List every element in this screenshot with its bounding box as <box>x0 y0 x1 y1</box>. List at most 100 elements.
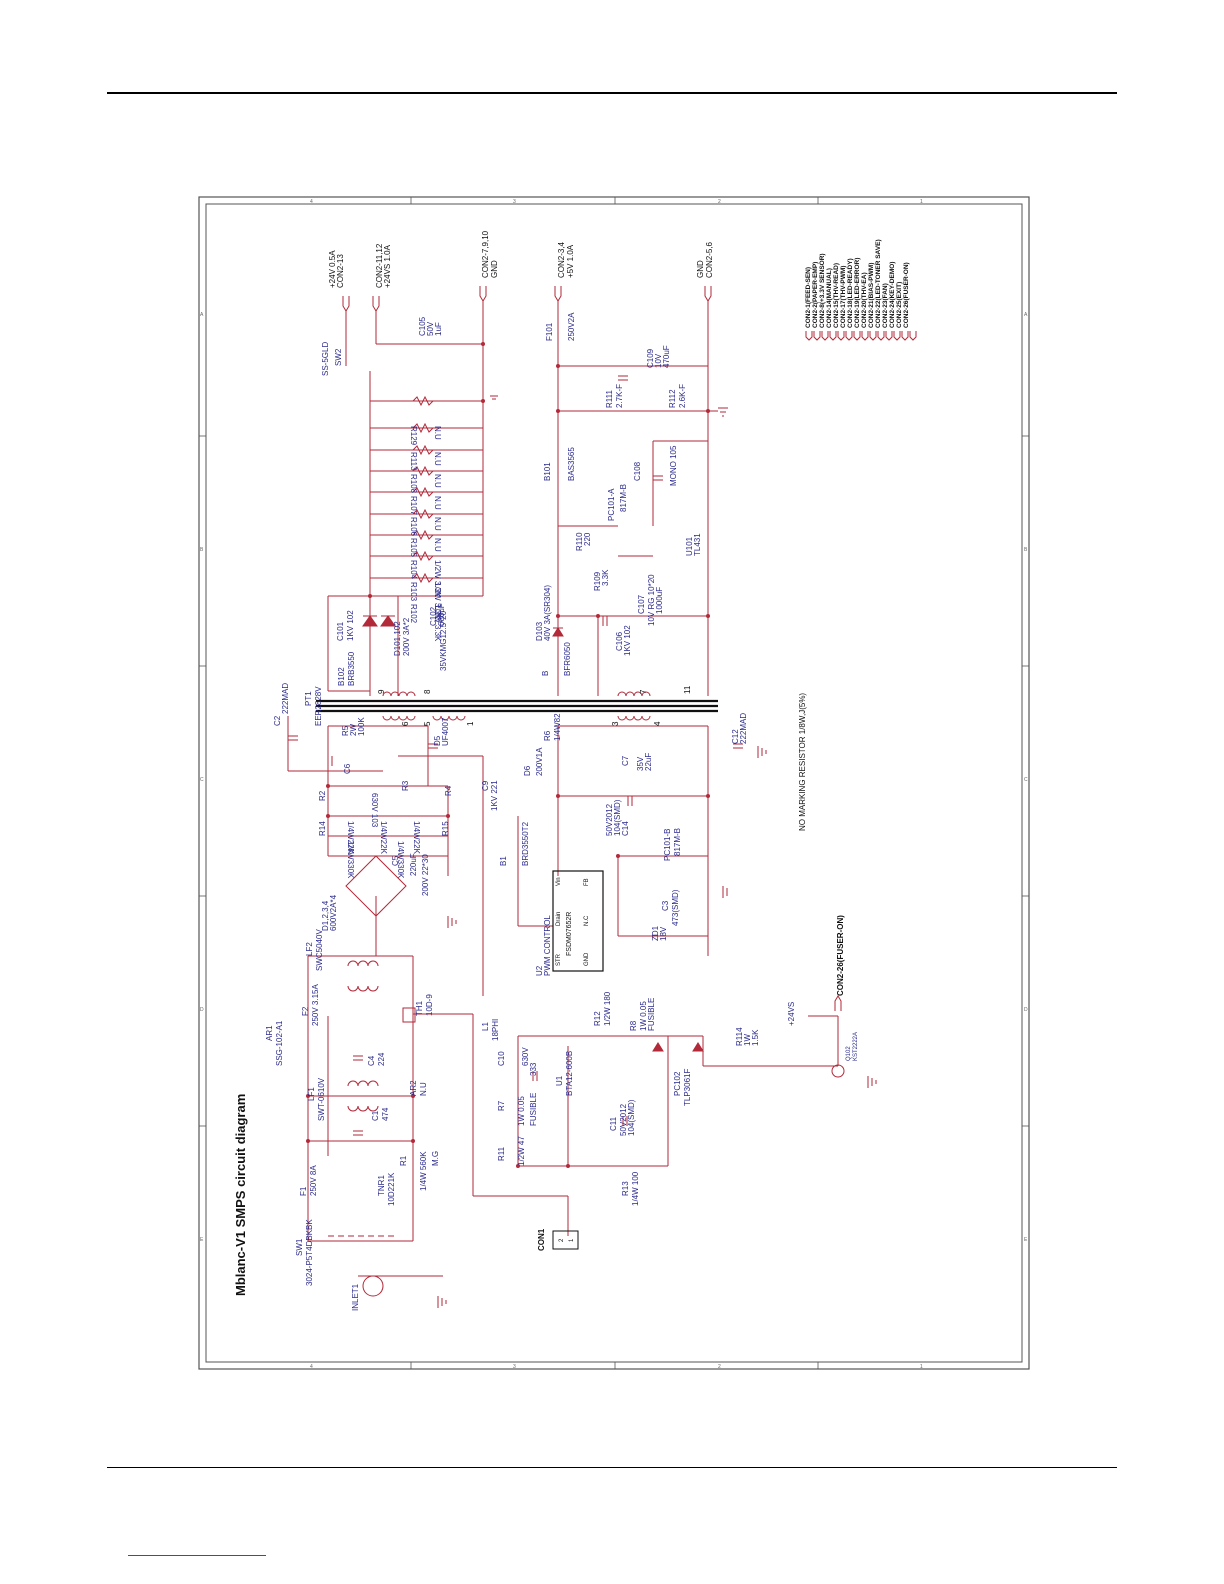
c12-val: 222MAD <box>739 713 748 744</box>
d103-val: 40V 3A(SR304) <box>543 585 552 641</box>
q102-ref: Q102 <box>846 1046 852 1061</box>
pt1-pin-4: 4 <box>653 721 662 726</box>
c107-v2: 1000uF <box>655 587 664 614</box>
r113-label: R113 <box>409 452 418 471</box>
con-fuser-on: CON2-26(FUSER-ON) <box>836 915 845 996</box>
c3-val: 473(SMD) <box>671 889 680 926</box>
svg-text:C: C <box>1024 777 1028 783</box>
resistor-note: NO MARKING RESISTOR 1/8W,J(5%) <box>798 693 807 831</box>
r109-val: 3.3K <box>601 569 610 586</box>
svg-text:E: E <box>200 1237 204 1243</box>
r107-label: R107 <box>409 496 418 516</box>
c7-ref: C7 <box>621 755 630 766</box>
c14-v2: 104(SMD) <box>613 799 622 836</box>
c7-v2: 22uF <box>644 753 653 771</box>
f2-val: 250V 3.15A <box>311 984 320 1026</box>
c108-ref: C108 <box>633 461 642 481</box>
diagram-title: Mblanc-V1 SMPS circuit diagram <box>233 1094 248 1296</box>
c107-ref: C107 <box>637 594 646 614</box>
c106-ref: C106 <box>615 631 624 651</box>
con-val-4: +5V 1.0A <box>566 244 575 278</box>
d6-ref: D6 <box>523 765 532 776</box>
svg-text:2: 2 <box>718 199 721 205</box>
c102-val: 35VKMG12.5*20 <box>439 610 448 671</box>
r12-ref: R12 <box>593 1011 602 1026</box>
r8-val2: FUSIBLE <box>647 998 656 1031</box>
c10-v1: 630V <box>521 1047 530 1066</box>
c9-val: 1KV 221 <box>490 780 499 811</box>
c1-val: 474 <box>381 1107 390 1121</box>
u2-pin-gnd: GND <box>584 952 590 966</box>
b1-val: BRD3550T2 <box>521 821 530 866</box>
ar2-ref: AR2 <box>409 1080 418 1096</box>
th1-ref: TH1 <box>415 1000 424 1016</box>
r103-value: 1/2W 3.3K <box>433 582 442 620</box>
r114-v1: 1W <box>743 1034 752 1046</box>
tnr1-ref: TNR1 <box>377 1175 386 1196</box>
th1-val: 10D-9 <box>425 994 434 1016</box>
pt1-pin-9: 9 <box>377 689 386 694</box>
c109-v1: 10V <box>654 353 663 368</box>
u2-pin-drain: Drain <box>556 912 562 926</box>
u1-val: BTA12-600B <box>565 1051 574 1096</box>
c11-v1: 50V2012 <box>619 1103 628 1136</box>
r112-val: 2.6K-F <box>678 384 687 408</box>
u2-pin-nc: N.C <box>584 915 590 926</box>
sw1-val: 3024-P5T4DBKBK <box>305 1219 314 1286</box>
r3-ref: R3 <box>401 780 410 791</box>
pt1-ref: PT1 <box>304 691 313 706</box>
r13-ref: R13 <box>621 1181 630 1196</box>
c105-v1: 50V <box>426 321 435 336</box>
svg-text:3: 3 <box>513 199 516 205</box>
svg-text:C: C <box>200 777 204 783</box>
svg-text:3: 3 <box>513 1364 516 1370</box>
r14-ref: R14 <box>318 821 327 836</box>
r104-label: R104 <box>409 560 418 580</box>
con-list-item: CON2-25(EXIT) <box>896 282 903 328</box>
r111-ref: R111 <box>605 390 614 408</box>
pc101a-val: 817M-B <box>619 484 628 512</box>
c4-ref: C4 <box>367 1055 376 1066</box>
f2-ref: F2 <box>301 1006 310 1016</box>
u101-val: TL431 <box>693 533 702 556</box>
con-list-item: CON2-17(THV-PWM) <box>840 266 847 328</box>
c12-ref: C12 <box>731 729 740 744</box>
r129-label: R129 <box>409 426 418 446</box>
r15-ref: R15 <box>441 821 450 836</box>
c7-v1: 35V <box>636 756 645 771</box>
c101-ref: C101 <box>336 621 345 641</box>
pt1-pin-11: 11 <box>683 685 692 694</box>
c2-ref: C2 <box>273 715 282 726</box>
c102-val2: 680uF <box>437 603 446 626</box>
c105-v2: 1uF <box>434 322 443 336</box>
svg-text:A: A <box>200 312 204 318</box>
r5-ref: R5 <box>341 725 350 736</box>
c3-ref: C3 <box>661 900 670 911</box>
r110-val: 220 <box>583 532 592 546</box>
u2-pin-vin: Vin <box>556 877 562 886</box>
c14-ref: C14 <box>621 821 630 836</box>
footer-link-underline[interactable] <box>128 1555 266 1556</box>
pt1-pin-6: 6 <box>401 721 410 726</box>
lf1-val: SWT-0610V <box>317 1077 326 1121</box>
con-ref-3: CON2-7,9,10 <box>481 230 490 278</box>
r6-val: 1/4W82 <box>553 713 562 741</box>
svg-text:B: B <box>1024 547 1028 553</box>
r1-ref: R1 <box>399 1155 408 1166</box>
r14-val: 1/4W330K <box>346 841 355 879</box>
r8-ref: R8 <box>629 1020 638 1031</box>
con-list-item: CON2-26(FUSER-ON) <box>903 262 910 328</box>
r1-val2: M.G <box>431 1151 440 1166</box>
b101-ref: B101 <box>543 462 552 481</box>
zd1-val: 18V <box>659 926 668 941</box>
outer-frame <box>198 196 1030 1370</box>
d103-ref: D103 <box>535 621 544 641</box>
pt1-pin-1: 1 <box>466 721 475 726</box>
u2-ref: U2 <box>535 965 544 976</box>
con-list-item: CON2-24(KEY-DEMO) <box>889 262 896 328</box>
sw2-part: SS-5GLD <box>321 342 330 376</box>
c11-v2: 104(SMD) <box>627 1099 636 1136</box>
c109-v2: 470uF <box>662 345 671 368</box>
f1-ref: F1 <box>299 1186 308 1196</box>
ar1-val: SSG-102-A1 <box>275 1020 284 1066</box>
